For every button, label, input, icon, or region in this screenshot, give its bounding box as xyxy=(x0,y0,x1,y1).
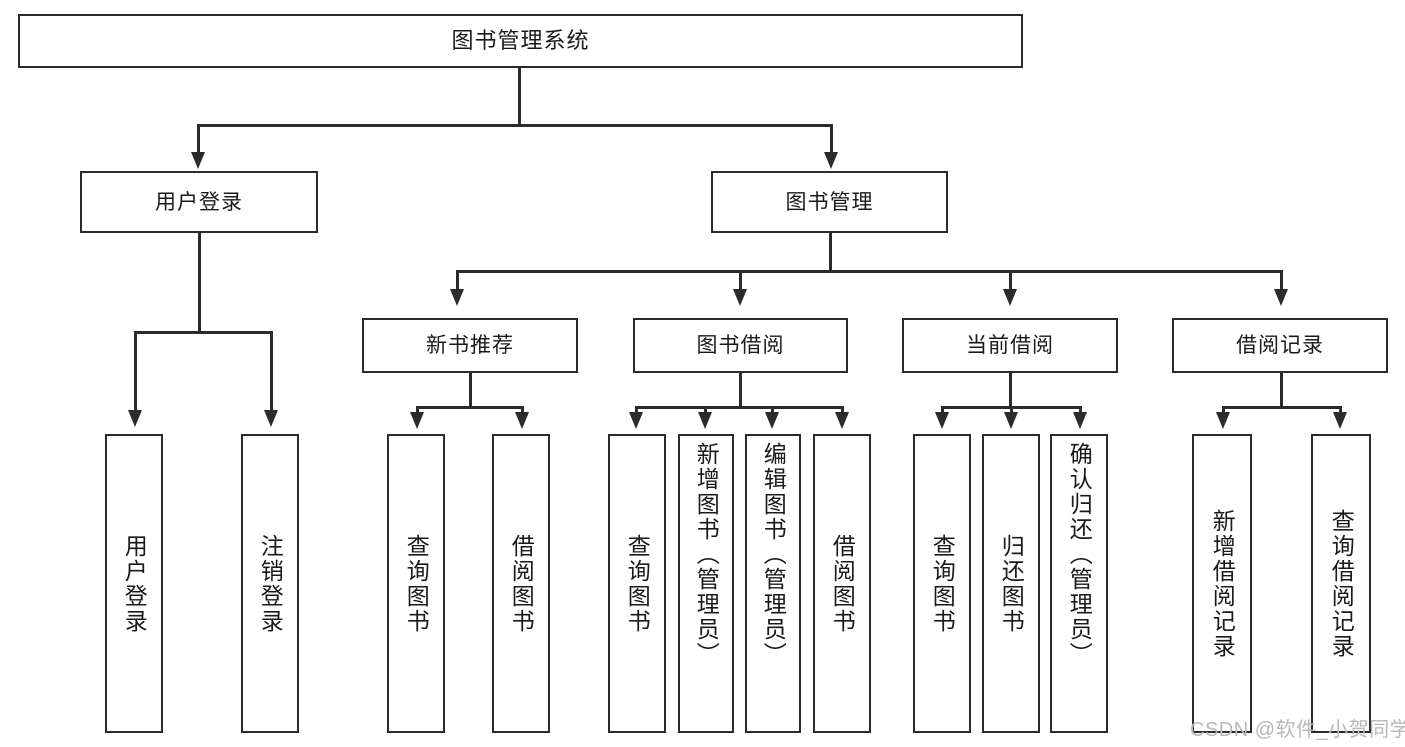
connector-root-bus xyxy=(197,124,833,127)
arrow-bookmgmt-c1 xyxy=(450,289,464,306)
connector-bookmgmt-bus xyxy=(456,270,1283,273)
connector-root-drop xyxy=(518,68,521,126)
leaf-bookborrow-add-book[interactable]: 新增图书（管理员） xyxy=(678,434,734,733)
connector-currentborrow-l3 xyxy=(1079,406,1082,415)
node-book-borrow[interactable]: 图书借阅 xyxy=(633,318,848,373)
connector-userlogin-bus xyxy=(134,331,272,334)
arrow-userlogin-leaf2 xyxy=(264,410,278,427)
leaf-currentborrow-query-book[interactable]: 查询图书 xyxy=(913,434,971,733)
arrow-root-to-userlogin xyxy=(191,152,205,169)
connector-currentborrow-l1 xyxy=(941,406,944,415)
arrow-newbook-l1 xyxy=(410,412,424,429)
connector-root-to-userlogin xyxy=(197,124,200,156)
node-label: 新增借阅记录 xyxy=(1209,508,1236,659)
node-current-borrow[interactable]: 当前借阅 xyxy=(902,318,1118,373)
connector-bookborrow-bus xyxy=(635,406,843,409)
leaf-newbook-query-book[interactable]: 查询图书 xyxy=(387,434,445,733)
connector-userlogin-drop xyxy=(198,233,201,333)
connector-newbook-l1 xyxy=(416,406,419,415)
connector-currentborrow-drop xyxy=(1009,373,1012,408)
connector-currentborrow-l2 xyxy=(1010,406,1013,415)
arrow-borrowrecord-l2 xyxy=(1333,412,1347,429)
connector-bookborrow-l2 xyxy=(704,406,707,415)
arrow-bookmgmt-c3 xyxy=(1003,289,1017,306)
connector-borrowrecord-l2 xyxy=(1339,406,1342,415)
leaf-newbook-borrow-book[interactable]: 借阅图书 xyxy=(492,434,550,733)
connector-borrowrecord-l1 xyxy=(1222,406,1225,415)
arrow-currentborrow-l2 xyxy=(1004,412,1018,429)
node-label: 用户登录 xyxy=(121,533,148,634)
arrow-bookborrow-l2 xyxy=(698,412,712,429)
node-label: 新增图书（管理员） xyxy=(693,442,720,667)
connector-bookborrow-l4 xyxy=(841,406,844,415)
node-label: 查询图书 xyxy=(929,533,956,634)
leaf-currentborrow-confirm-return[interactable]: 确认归还（管理员） xyxy=(1050,434,1108,733)
node-label: 借阅图书 xyxy=(829,533,856,634)
connector-bookmgmt-c4 xyxy=(1280,270,1283,292)
connector-bookborrow-l3 xyxy=(771,406,774,415)
node-label: 图书管理系统 xyxy=(451,28,590,53)
node-root-system[interactable]: 图书管理系统 xyxy=(18,14,1023,68)
leaf-borrowrecord-add-record[interactable]: 新增借阅记录 xyxy=(1192,434,1252,733)
connector-newbook-bus xyxy=(416,406,523,409)
leaf-user-login-logout[interactable]: 注销登录 xyxy=(241,434,299,733)
node-label: 借阅图书 xyxy=(508,533,535,634)
arrow-bookmgmt-c4 xyxy=(1274,289,1288,306)
arrow-bookborrow-l4 xyxy=(835,412,849,429)
arrow-currentborrow-l1 xyxy=(935,412,949,429)
connector-bookmgmt-drop xyxy=(829,233,832,273)
arrow-bookborrow-l3 xyxy=(765,412,779,429)
arrow-borrowrecord-l1 xyxy=(1216,412,1230,429)
connector-borrowrecord-drop xyxy=(1280,373,1283,408)
node-borrow-record[interactable]: 借阅记录 xyxy=(1172,318,1388,373)
node-label: 确认归还（管理员） xyxy=(1066,442,1093,667)
node-label: 查询图书 xyxy=(624,533,651,634)
node-label: 查询借阅记录 xyxy=(1328,508,1355,659)
node-label: 编辑图书（管理员） xyxy=(760,442,787,667)
arrow-userlogin-leaf1 xyxy=(128,410,142,427)
leaf-bookborrow-borrow-book[interactable]: 借阅图书 xyxy=(813,434,871,733)
arrow-currentborrow-l3 xyxy=(1073,412,1087,429)
node-label: 用户登录 xyxy=(155,190,243,214)
node-label: 借阅记录 xyxy=(1236,334,1324,357)
connector-bookmgmt-c2 xyxy=(739,270,742,292)
arrow-bookmgmt-c2 xyxy=(733,289,747,306)
connector-newbook-l2 xyxy=(521,406,524,415)
node-label: 当前借阅 xyxy=(966,334,1054,357)
connector-bookmgmt-c1 xyxy=(456,270,459,292)
node-new-book-recommend[interactable]: 新书推荐 xyxy=(362,318,578,373)
connector-userlogin-leaf2 xyxy=(270,331,273,413)
leaf-bookborrow-edit-book[interactable]: 编辑图书（管理员） xyxy=(745,434,801,733)
leaf-borrowrecord-query-record[interactable]: 查询借阅记录 xyxy=(1311,434,1371,733)
node-label: 查询图书 xyxy=(403,533,430,634)
leaf-bookborrow-query-book[interactable]: 查询图书 xyxy=(608,434,666,733)
connector-bookborrow-l1 xyxy=(635,406,638,415)
node-label: 图书借阅 xyxy=(696,334,785,357)
connector-newbook-drop xyxy=(469,373,472,408)
node-label: 归还图书 xyxy=(998,533,1025,634)
connector-userlogin-leaf1 xyxy=(134,331,137,413)
connector-bookmgmt-c3 xyxy=(1009,270,1012,292)
leaf-currentborrow-return-book[interactable]: 归还图书 xyxy=(982,434,1040,733)
arrow-root-to-bookmgmt xyxy=(824,152,838,169)
leaf-user-login-login[interactable]: 用户登录 xyxy=(105,434,163,733)
connector-root-to-bookmgmt xyxy=(830,124,833,156)
arrow-bookborrow-l1 xyxy=(629,412,643,429)
csdn-watermark: CSDN @软件_小贺同学 xyxy=(1190,719,1405,741)
node-book-management[interactable]: 图书管理 xyxy=(711,171,948,233)
connector-bookborrow-drop xyxy=(739,373,742,408)
connector-borrowrecord-bus xyxy=(1222,406,1341,409)
node-label: 新书推荐 xyxy=(426,334,514,357)
arrow-newbook-l2 xyxy=(515,412,529,429)
node-label: 注销登录 xyxy=(257,533,284,634)
node-label: 图书管理 xyxy=(785,190,874,214)
node-user-login[interactable]: 用户登录 xyxy=(80,171,318,233)
